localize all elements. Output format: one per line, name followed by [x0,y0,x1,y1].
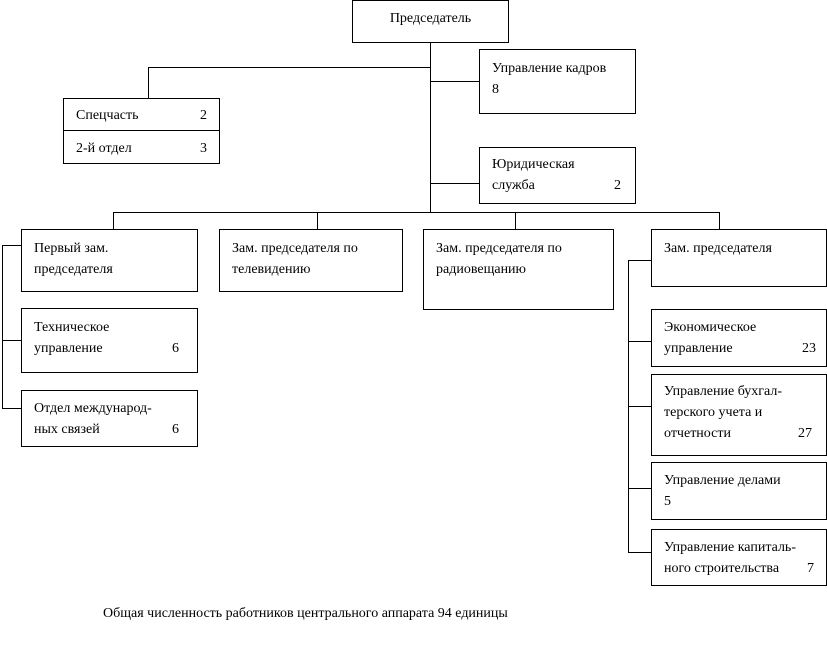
construction-box: Управление капиталь- ного строительства 7 [651,529,827,586]
legal-line1: Юридическая [492,157,575,172]
radio-deputy-box: Зам. председателя по радиовещанию [423,229,614,310]
tv-deputy-line1: Зам. председателя по [232,241,358,256]
total-staff-caption: Общая численность работников центральног… [103,606,508,621]
affairs-box: Управление делами 5 [651,462,827,520]
first-deputy-box: Первый зам. председателя [21,229,198,292]
international-line2: ных связей [34,422,100,437]
affairs-line1: Управление делами [664,473,781,488]
legal-count: 2 [614,178,621,193]
technical-line2: управление [34,341,103,356]
legal-box: Юридическая служба 2 [479,147,636,204]
economic-line2: управление [664,341,733,356]
divider [64,130,219,131]
tv-deputy-box: Зам. председателя по телевидению [219,229,403,292]
affairs-count: 5 [664,494,671,509]
deputy-box: Зам. председателя [651,229,827,287]
construction-line2: ного строительства [664,561,780,576]
special-count: 2 [200,108,207,123]
second-dept-count: 3 [200,141,207,156]
international-line1: Отдел международ- [34,401,152,416]
accounting-line2: терского учета и [664,405,763,420]
personnel-box: Управление кадров 8 [479,49,636,114]
international-count: 6 [172,422,179,437]
second-dept-label: 2-й отдел [76,141,132,156]
first-deputy-line2: председателя [34,262,113,277]
economic-count: 23 [802,341,816,356]
accounting-box: Управление бухгал- терского учета и отче… [651,374,827,456]
first-deputy-line1: Первый зам. [34,241,109,256]
special-box: Спецчасть 2 2-й отдел 3 [63,98,220,164]
radio-deputy-line2: радиовещанию [436,262,527,277]
radio-deputy-line1: Зам. председателя по [436,241,562,256]
international-box: Отдел международ- ных связей 6 [21,390,198,447]
construction-line1: Управление капиталь- [664,540,796,555]
chairman-label: Председатель [389,11,472,26]
chairman-box: Председатель [352,0,509,43]
accounting-line1: Управление бухгал- [664,384,783,399]
deputy-line1: Зам. председателя [664,241,772,256]
special-label: Спецчасть [76,108,139,123]
tv-deputy-line2: телевидению [232,262,311,277]
personnel-count: 8 [492,82,499,97]
legal-line2: служба [492,178,535,193]
personnel-label: Управление кадров [492,61,607,76]
technical-line1: Техническое [34,320,110,335]
technical-count: 6 [172,341,179,356]
economic-box: Экономическое управление 23 [651,309,827,367]
construction-count: 7 [807,561,814,576]
accounting-count: 27 [798,426,812,441]
technical-box: Техническое управление 6 [21,308,198,373]
accounting-line3: отчетности [664,426,731,441]
economic-line1: Экономическое [664,320,757,335]
